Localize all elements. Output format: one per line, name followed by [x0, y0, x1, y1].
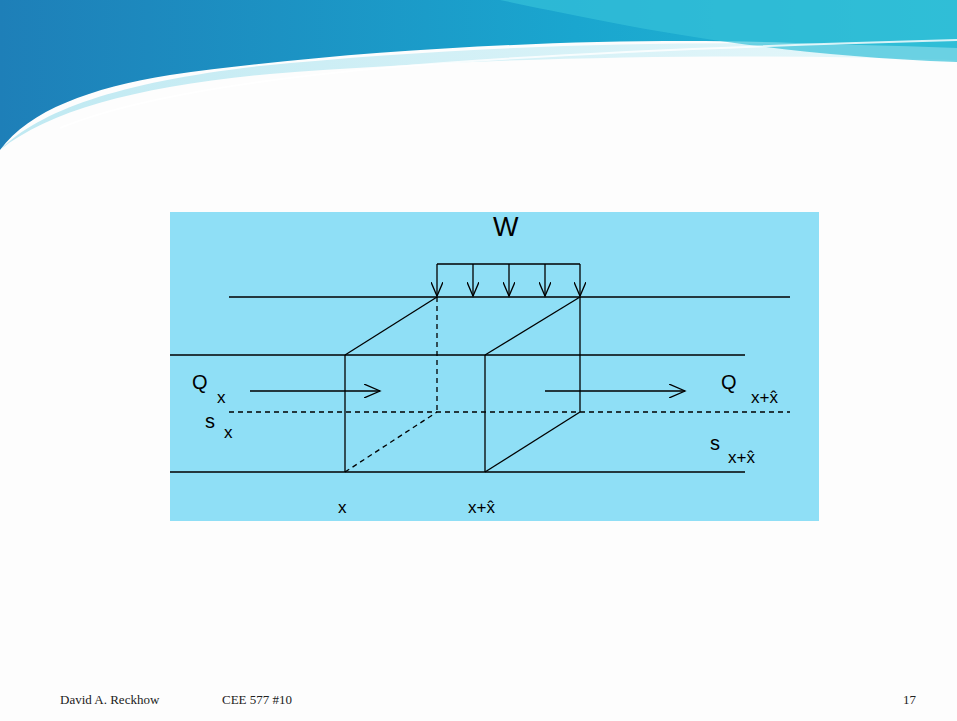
load-symbol: W [493, 214, 518, 241]
subscript: x [217, 389, 226, 406]
subscript: x+x̂ [751, 389, 778, 406]
author-footer: David A. Reckhow [60, 693, 159, 706]
subscript: x [224, 424, 233, 441]
position-label: x+x̂ [468, 499, 495, 516]
position-label: x [338, 499, 347, 516]
concentration-symbol: s [710, 433, 720, 453]
page-number: 17 [903, 693, 916, 706]
flow-symbol: Q [192, 372, 208, 392]
subscript: x+x̂ [728, 449, 755, 466]
concentration-symbol: s [205, 411, 215, 431]
flow-symbol: Q [721, 372, 737, 392]
course-footer: CEE 577 #10 [222, 693, 292, 706]
